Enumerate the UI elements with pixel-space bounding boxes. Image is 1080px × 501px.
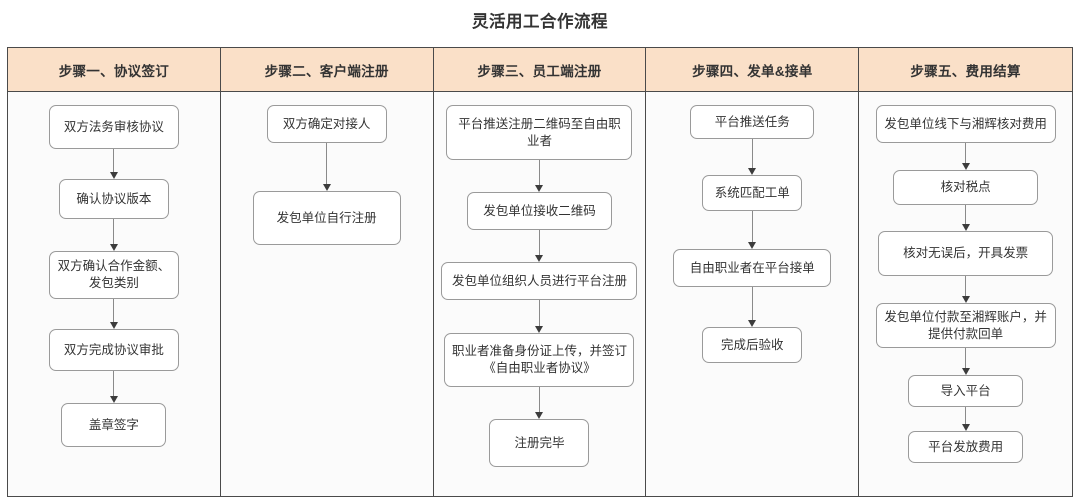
flow-node: 职业者准备身份证上传，并签订《自由职业者协议》: [444, 333, 635, 387]
flow-node: 完成后验收: [702, 327, 803, 363]
flow-columns: 双方法务审核协议确认协议版本双方确认合作金额、发包类别双方完成协议审批盖章签字 …: [8, 92, 1072, 496]
flow-node: 发包单位付款至湘辉账户，并提供付款回单: [875, 303, 1056, 348]
flow-arrow-down-icon: [960, 143, 972, 170]
flow-arrow-down-icon: [533, 160, 545, 192]
column-header-step-1: 步骤一、协议签订: [8, 48, 221, 91]
flow-arrow-down-icon: [108, 299, 120, 329]
flow-node: 盖章签字: [61, 403, 167, 447]
flow-arrow-down-icon: [960, 205, 972, 231]
flow-node: 平台发放费用: [908, 431, 1024, 463]
flow-node: 双方法务审核协议: [48, 105, 179, 149]
flow-node: 注册完毕: [489, 419, 590, 467]
flowchart-frame: 步骤一、协议签订 步骤二、客户端注册 步骤三、员工端注册 步骤四、发单&接单 步…: [7, 47, 1073, 497]
flow-arrow-down-icon: [533, 300, 545, 333]
flow-column-step-4: 平台推送任务系统匹配工单自由职业者在平台接单完成后验收: [646, 92, 860, 496]
flow-node: 双方确定对接人: [266, 105, 387, 143]
column-header-step-5: 步骤五、费用结算: [859, 48, 1072, 91]
flow-column-step-5: 发包单位线下与湘辉核对费用核对税点核对无误后，开具发票发包单位付款至湘辉账户，并…: [859, 92, 1072, 496]
flow-arrow-down-icon: [746, 287, 758, 327]
flow-node: 平台推送注册二维码至自由职业者: [446, 105, 633, 160]
page-title: 灵活用工合作流程: [472, 13, 608, 31]
flow-node: 双方完成协议审批: [48, 329, 179, 371]
flow-node: 平台推送任务: [690, 105, 815, 139]
column-header-step-3: 步骤三、员工端注册: [433, 48, 647, 91]
flow-column-step-2: 双方确定对接人发包单位自行注册: [220, 92, 434, 496]
flow-node: 发包单位自行注册: [252, 191, 401, 245]
flow-column-step-3: 平台推送注册二维码至自由职业者发包单位接收二维码发包单位组织人员进行平台注册职业…: [433, 92, 647, 496]
flow-node: 发包单位接收二维码: [466, 192, 612, 230]
column-header-step-4: 步骤四、发单&接单: [646, 48, 860, 91]
flow-node: 发包单位组织人员进行平台注册: [441, 262, 638, 300]
flow-node: 核对税点: [893, 170, 1039, 205]
flow-node: 核对无误后，开具发票: [878, 231, 1054, 276]
flow-arrow-down-icon: [533, 387, 545, 419]
flow-arrow-down-icon: [533, 230, 545, 262]
column-header-step-2: 步骤二、客户端注册: [220, 48, 434, 91]
flow-arrow-down-icon: [960, 407, 972, 431]
column-header-row: 步骤一、协议签订 步骤二、客户端注册 步骤三、员工端注册 步骤四、发单&接单 步…: [8, 48, 1072, 92]
flow-column-step-1: 双方法务审核协议确认协议版本双方确认合作金额、发包类别双方完成协议审批盖章签字: [8, 92, 221, 496]
flow-arrow-down-icon: [321, 143, 333, 191]
flow-node: 系统匹配工单: [702, 175, 803, 211]
flow-arrow-down-icon: [108, 371, 120, 403]
flow-arrow-down-icon: [746, 139, 758, 175]
flow-node: 确认协议版本: [58, 179, 169, 219]
flow-arrow-down-icon: [746, 211, 758, 249]
flow-node: 自由职业者在平台接单: [673, 249, 832, 287]
flow-arrow-down-icon: [960, 348, 972, 375]
flow-node: 发包单位线下与湘辉核对费用: [875, 105, 1056, 143]
flow-node: 双方确认合作金额、发包类别: [48, 251, 179, 299]
flow-arrow-down-icon: [108, 149, 120, 179]
flow-arrow-down-icon: [108, 219, 120, 251]
flow-arrow-down-icon: [960, 276, 972, 303]
flow-node: 导入平台: [908, 375, 1024, 407]
